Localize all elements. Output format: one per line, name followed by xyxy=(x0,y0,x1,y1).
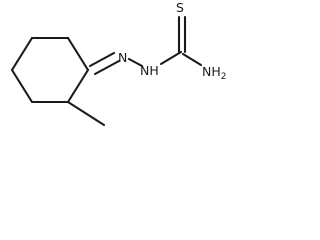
c-nh2-bond xyxy=(181,52,203,67)
hydrazone-nitrogen-label: N xyxy=(118,50,127,65)
methyl-bond xyxy=(66,100,106,127)
ring-bond-c6-c1 xyxy=(66,68,90,104)
ring-bond-c1-c2 xyxy=(66,36,90,72)
structure-diagram: N NH S NH2 xyxy=(10,0,226,127)
ring-bond-c3-c4 xyxy=(10,36,34,72)
ring-bond-c4-c5 xyxy=(10,68,34,104)
amide-nh2-label: NH2 xyxy=(202,64,226,82)
amide-nh2-subscript: 2 xyxy=(221,72,227,82)
amide-nh2-text: NH xyxy=(202,64,221,79)
c-n-double-bond-a xyxy=(88,51,116,68)
amine-nh-label: NH xyxy=(140,63,159,78)
nh-c-bond xyxy=(159,50,183,66)
c-n-double-bond-b xyxy=(93,59,121,76)
n-n-bond xyxy=(127,57,144,68)
sulfur-label: S xyxy=(176,0,184,15)
